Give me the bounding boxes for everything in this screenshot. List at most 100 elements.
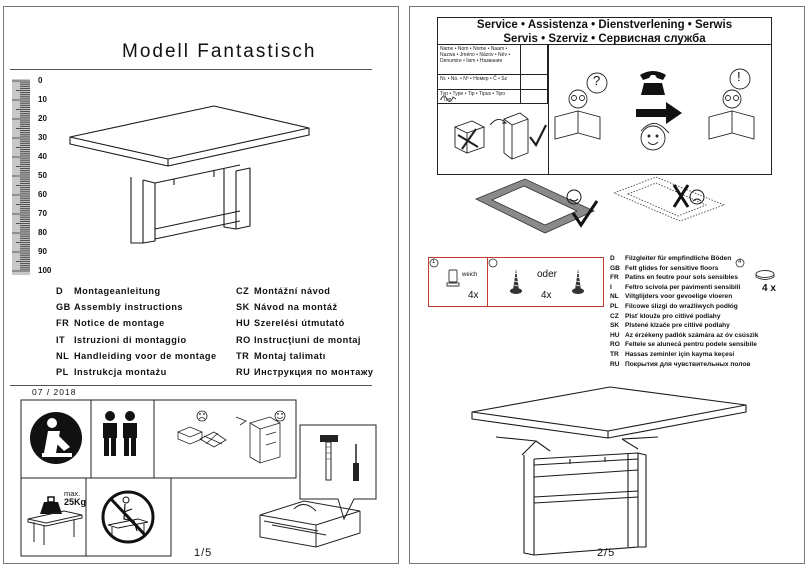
telephone-icon <box>640 71 666 95</box>
language-code: NL <box>56 350 70 361</box>
part1-qty: 4x <box>468 290 479 301</box>
manual-reading-icon <box>30 412 82 464</box>
language-code: TR <box>610 350 619 358</box>
language-text: Instrukcja montażu <box>74 367 167 378</box>
panel-divider <box>548 45 549 175</box>
scale-label: 70 <box>38 209 47 218</box>
language-code: NL <box>610 293 619 301</box>
language-text: Инструкция по монтажу <box>254 367 374 378</box>
language-text: Felt glides for sensitive floors <box>625 264 719 272</box>
language-text: Montageanleitung <box>74 286 161 296</box>
language-code: CZ <box>610 312 619 320</box>
floor-comparison <box>475 176 726 234</box>
language-code: I <box>610 283 612 291</box>
language-code: SK <box>610 322 620 330</box>
language-code: RO <box>236 334 251 345</box>
part4-qty: 4 x <box>762 283 776 294</box>
scale-label: 0 <box>38 76 43 85</box>
language-code: RU <box>236 367 251 378</box>
language-text: Istruzioni di montaggio <box>74 334 187 345</box>
language-code: PL <box>56 367 69 378</box>
language-item: IT Istruzioni di montaggio <box>56 332 217 348</box>
language-item: D Montageanleitung <box>56 283 217 299</box>
language-text: Montaj talimatı <box>254 350 326 361</box>
language-text: Plsť klouže pro citlivé podlahy <box>625 312 721 320</box>
max-label: max. <box>64 489 81 498</box>
language-code: FR <box>56 318 70 329</box>
language-code: HU <box>236 318 251 329</box>
language-item: NL Handleiding voor de montage <box>56 348 217 364</box>
scale-label: 10 <box>38 95 47 104</box>
toolbox-icon <box>259 500 361 548</box>
manual-page-2: Service • Assistenza • Dienstverlening •… <box>409 6 805 564</box>
language-code: CZ <box>236 286 250 296</box>
parts-box <box>428 257 604 307</box>
arrow-right-icon <box>636 102 682 124</box>
page-number: 1/5 <box>194 547 213 559</box>
language-code: D <box>56 286 64 296</box>
language-text: Patins en feutre pour sols sensibles <box>625 274 738 282</box>
ruler-scale-icon <box>12 79 30 275</box>
language-item: TR Montaj talimatı <box>236 348 373 364</box>
language-code: HU <box>610 331 620 339</box>
language-code: D <box>610 255 615 262</box>
sad-face-icon <box>196 410 208 422</box>
language-text: Filzgleiter für empfindliche Böden <box>625 255 732 262</box>
felt-glide-item: RU Покрытия для чувствительных полов <box>610 360 758 370</box>
service-title-line1: Service • Assistenza • Dienstverlening •… <box>476 19 733 31</box>
language-text: Návod na montáž <box>254 302 338 313</box>
language-code: IT <box>56 334 66 345</box>
felt-glide-icon <box>446 269 775 287</box>
form-nr-field: Nr. • No. • Nº • Номер • Č • Sz <box>437 75 548 90</box>
language-code: GB <box>610 264 620 272</box>
no-sitting-icon <box>101 490 155 544</box>
part4-number: 4 <box>738 259 742 265</box>
language-text: Покрытия для чувствительных полов <box>625 360 751 368</box>
scale-label: 80 <box>38 228 47 237</box>
language-text: Feltele se alunecă pentru podele sensibi… <box>625 341 757 349</box>
exclamation-mark: ! <box>737 69 741 84</box>
service-panel <box>437 45 772 175</box>
service-illustrations <box>440 68 755 160</box>
language-code: RU <box>610 360 620 368</box>
form-typ-field: Typ • Type • Tip • Tipus • Tipo • Тип <box>437 90 548 104</box>
language-code: TR <box>236 350 250 361</box>
question-mark: ? <box>593 73 601 88</box>
page-number: 2/5 <box>597 547 616 559</box>
safety-panels <box>20 399 297 557</box>
language-code: FR <box>610 274 619 282</box>
page-title: Modell Fantastisch <box>122 41 317 62</box>
form-name-field: Name • Nom • Nome • Naam • Nazwa • Jméno… <box>437 45 548 75</box>
language-text: Handleiding voor de montage <box>74 350 217 361</box>
felt-glide-item: CZ Plsť klouže pro citlivé podlahy <box>610 312 758 322</box>
language-text: Viltglijders voor gevoelige vloeren <box>625 293 733 301</box>
tools-callout <box>259 424 377 548</box>
felt-glide-item: NL Viltglijders voor gevoelige vloeren <box>610 292 758 302</box>
screw-icon <box>510 269 584 294</box>
part2-qty: 4x <box>541 290 552 301</box>
date-rule <box>10 385 372 386</box>
felt-glide-item: D Filzgleiter für empfindliche Böden <box>610 254 758 264</box>
language-text: Az érzékeny padlók számára az óv csúszik <box>625 331 759 339</box>
two-persons-icon <box>103 411 137 456</box>
screwdriver-icon <box>353 444 359 481</box>
language-item: PL Instrukcja montażu <box>56 364 217 380</box>
language-text: Instrucţiuni de montaj <box>254 334 361 345</box>
table-drawing-raised <box>471 386 747 556</box>
scale-label: 40 <box>38 152 47 161</box>
form-divider <box>520 45 521 104</box>
scale-label: 60 <box>38 190 47 199</box>
weight-label: 25Kg <box>64 497 87 507</box>
table-drawing <box>69 105 310 244</box>
